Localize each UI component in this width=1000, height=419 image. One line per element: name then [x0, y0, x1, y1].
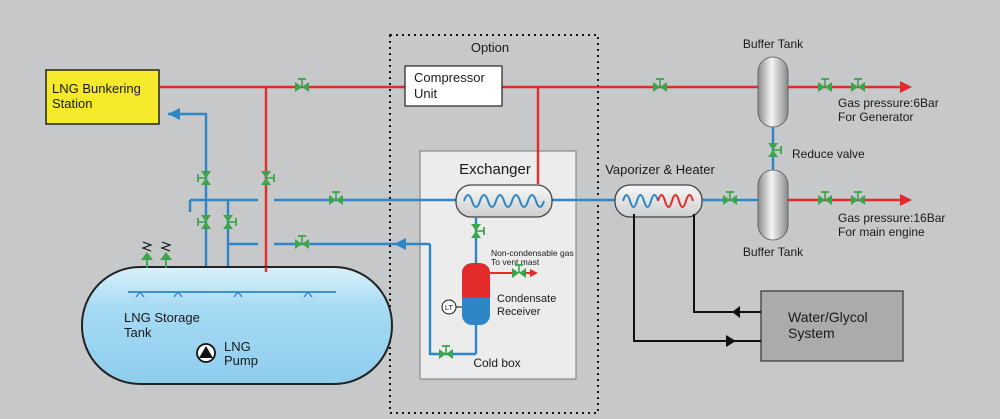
- arrow-icon: [530, 269, 538, 277]
- valve-icon: [817, 78, 833, 93]
- safety-valve-icon: [141, 241, 153, 268]
- valve-icon: [850, 191, 866, 206]
- arrow-icon: [900, 194, 912, 206]
- gas-16bar-label-2: For main engine: [838, 225, 925, 239]
- noncondensable-label-2: To vent mast: [491, 257, 540, 267]
- arrow-icon: [168, 108, 180, 120]
- valve-icon: [767, 142, 782, 158]
- pump-icon: [196, 343, 216, 363]
- water-glycol-label: Water/Glycol: [788, 309, 868, 325]
- condensate-label-2: Receiver: [497, 306, 541, 318]
- vaporizer-label: Vaporizer & Heater: [605, 162, 715, 177]
- arrow-icon: [394, 238, 406, 250]
- option-label: Option: [471, 40, 509, 55]
- arrow-icon: [726, 335, 736, 347]
- gas-6bar-label-2: For Generator: [838, 110, 913, 124]
- condensate-receiver: [462, 263, 490, 325]
- exchanger: [455, 184, 553, 218]
- condensate-label: Condensate: [497, 293, 556, 305]
- valve-icon: [850, 78, 866, 93]
- buffer-tank-bottom-label: Buffer Tank: [743, 245, 804, 259]
- noncondensable-label: Non-condensable gas: [491, 248, 574, 258]
- valve-icon: [294, 78, 310, 93]
- buffer-tank-bottom: [757, 169, 789, 241]
- arrow-icon: [900, 81, 912, 93]
- storage-tank-label: LNG Storage: [124, 310, 200, 325]
- gas-6bar-label: Gas pressure:6Bar: [838, 96, 939, 110]
- pump-label-2: Pump: [224, 353, 258, 368]
- valve-icon: [197, 214, 212, 230]
- bunkering-station-label: LNG Bunkering: [52, 81, 141, 96]
- safety-valve-icon: [160, 241, 172, 268]
- valve-icon: [294, 235, 310, 250]
- arrow-icon: [732, 306, 740, 318]
- option-dotted-box: [389, 34, 599, 414]
- cold-box-label: Cold box: [473, 356, 520, 370]
- buffer-tank-top-label: Buffer Tank: [743, 37, 804, 51]
- valve-icon: [652, 78, 668, 93]
- water-glycol-system-box: [760, 290, 904, 362]
- valve-icon: [260, 170, 275, 186]
- valve-icon: [197, 170, 212, 186]
- pump-label: LNG: [224, 339, 251, 354]
- bunkering-station-label-2: Station: [52, 96, 92, 111]
- exchanger-label: Exchanger: [459, 161, 531, 178]
- reduce-valve-label: Reduce valve: [792, 147, 865, 161]
- valve-icon: [722, 191, 738, 206]
- valve-icon: [328, 191, 344, 206]
- water-glycol-label-2: System: [788, 325, 835, 341]
- compressor-label-2: Unit: [414, 86, 438, 101]
- lng-storage-tank: LNG Storage Tank LNG Pump: [81, 266, 393, 385]
- buffer-tank-top: [757, 56, 789, 128]
- valve-icon: [817, 191, 833, 206]
- lt-label: LT: [445, 303, 454, 312]
- compressor-label: Compressor: [414, 70, 485, 85]
- storage-tank-label-2: Tank: [124, 325, 152, 340]
- level-transmitter-icon: LT: [441, 299, 462, 315]
- gas-16bar-label: Gas pressure:16Bar: [838, 211, 945, 225]
- valve-icon: [222, 214, 237, 230]
- compressor-unit-box: [404, 65, 503, 107]
- bunkering-station-box: [45, 69, 160, 125]
- vaporizer-heater: [614, 184, 703, 218]
